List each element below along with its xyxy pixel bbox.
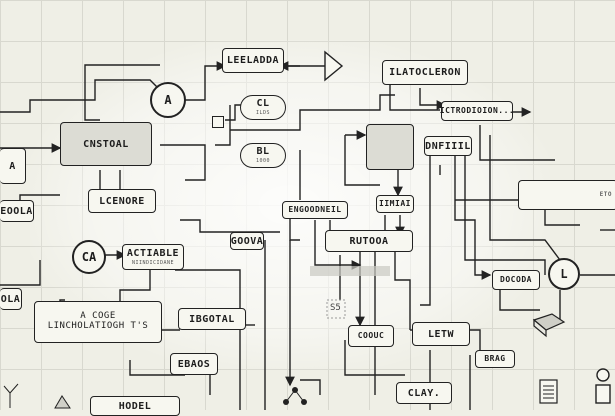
cl-node[interactable]: CL ILDS: [240, 95, 286, 120]
lcenore-label: LCENORE: [99, 195, 145, 207]
ictrodioion-node[interactable]: ICTRODIOION...: [439, 101, 515, 121]
coouc-node[interactable]: COOUC: [348, 325, 394, 347]
cnstoal-label: CNSTOAL: [83, 138, 129, 150]
ola-node[interactable]: OLA: [0, 288, 22, 310]
letw-label: LETW: [427, 328, 455, 340]
clay-node[interactable]: CLAY.: [396, 382, 452, 404]
lcenore-node[interactable]: LCENORE: [88, 189, 156, 213]
ebaos-node[interactable]: EBAOS: [170, 353, 218, 375]
bl-label: BL: [256, 146, 270, 158]
bl-sublabel: 1000: [255, 158, 271, 165]
actiable-node[interactable]: ACTIABLE NIINDICIDANE: [122, 244, 184, 270]
hodel-label: HODEL: [118, 400, 152, 412]
coouc-label: COOUC: [357, 330, 385, 340]
docoda-label: DOCODA: [500, 274, 532, 284]
iimiai-node[interactable]: IIMIAI: [376, 195, 414, 213]
acode-label: A COGE: [80, 311, 116, 322]
brag-label: BRAG: [484, 353, 506, 363]
ibgotal-node[interactable]: IBGOTAL: [178, 308, 246, 330]
a-circle-label: A: [164, 93, 172, 107]
a-left-label: A: [9, 160, 16, 172]
leeladda-label: LEELADDA: [226, 55, 280, 66]
engoodneil-label: ENGOODNEIL: [288, 204, 342, 214]
l-circle-label: L: [560, 267, 568, 281]
ilatocleron-label: ILATOCLERON: [389, 67, 461, 78]
letw-node[interactable]: LETW: [412, 322, 470, 346]
iimiai-box-node[interactable]: [366, 124, 414, 170]
rutooa-label: RUTOOA: [349, 235, 389, 247]
rutooa-node[interactable]: RUTOOA: [325, 230, 413, 252]
a-circle-node[interactable]: A: [150, 82, 186, 118]
cnstoal-node[interactable]: CNSTOAL: [60, 122, 152, 166]
engoodneil-node[interactable]: ENGOODNEIL: [282, 201, 348, 219]
goova-label: GOOVA: [230, 235, 264, 247]
eto-node[interactable]: ETO: [518, 180, 615, 210]
incholation-label: LINCHOLATIOGH T'S: [47, 321, 149, 331]
actiable-sublabel: NIINDICIDANE: [131, 259, 175, 266]
iimiai-label: IIMIAI: [379, 198, 411, 208]
leeladda-node[interactable]: LEELADDA: [222, 48, 284, 73]
dnfiiil-node[interactable]: DNFIIIL: [424, 136, 472, 156]
ictrodioion-label: ICTRODIOION...: [439, 105, 515, 115]
user-icon: [595, 368, 611, 404]
dnfiiil-label: DNFIIIL: [425, 140, 471, 152]
cl-sublabel: ILDS: [255, 110, 271, 117]
s5-label: S5: [330, 303, 341, 313]
docoda-node[interactable]: DOCODA: [492, 270, 540, 290]
actiable-label: ACTIABLE: [126, 247, 180, 259]
ibgotal-label: IBGOTAL: [189, 313, 235, 325]
ola-label: OLA: [0, 293, 21, 305]
bl-node[interactable]: BL 1000: [240, 143, 286, 168]
a-left-node[interactable]: A: [0, 148, 26, 184]
connector-port[interactable]: [212, 116, 224, 128]
brag-node[interactable]: BRAG: [475, 350, 515, 368]
eoola-label: EOOLA: [0, 205, 33, 217]
eoola-node[interactable]: EOOLA: [0, 200, 34, 222]
eto-label: ETO: [599, 190, 612, 198]
network-icon: [283, 387, 307, 405]
goova-node[interactable]: GOOVA: [230, 232, 264, 250]
ebaos-label: EBAOS: [177, 358, 211, 370]
plant-icon: [3, 383, 71, 409]
document-icon: [539, 379, 558, 404]
ilatocleron-node[interactable]: ILATOCLERON: [382, 60, 468, 85]
cl-label: CL: [256, 98, 270, 110]
l-circle-node[interactable]: L: [548, 258, 580, 290]
hodel-node[interactable]: HODEL: [90, 396, 180, 416]
clay-label: CLAY.: [407, 387, 441, 399]
acode-incholation-node[interactable]: A COGE LINCHOLATIOGH T'S: [34, 301, 162, 343]
ca-circle-node[interactable]: CA: [72, 240, 106, 274]
ca-circle-label: CA: [81, 250, 97, 264]
folder-icon: [532, 313, 566, 338]
